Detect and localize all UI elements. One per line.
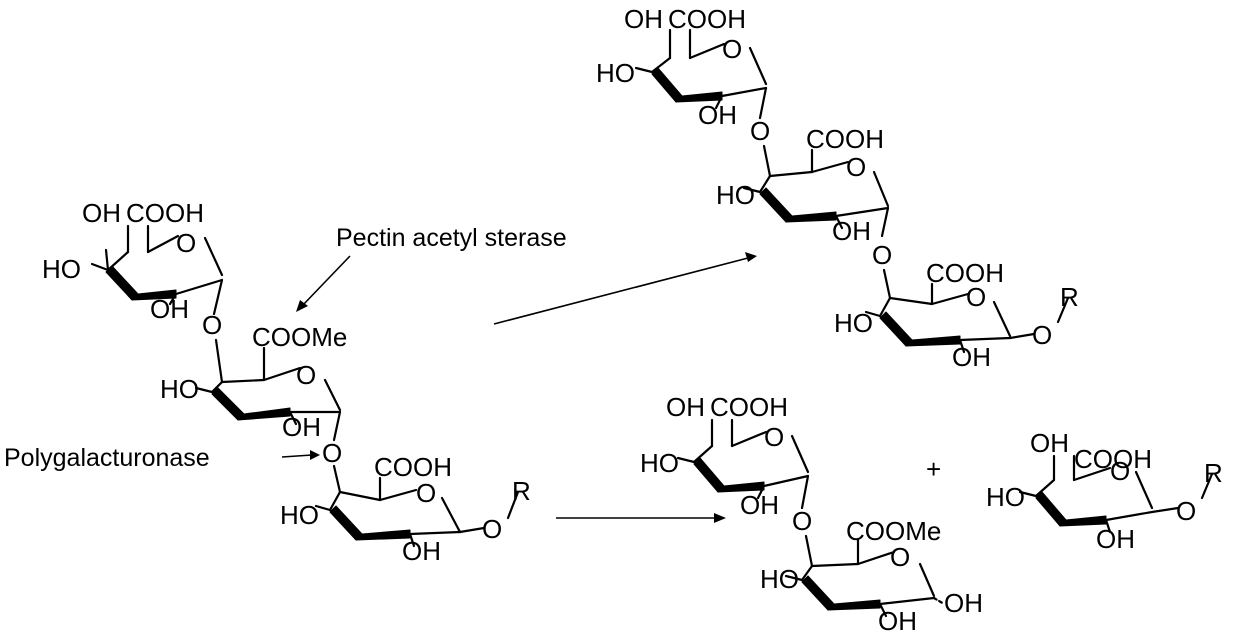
- oh-label: OH: [402, 536, 441, 566]
- oh-label: OH: [1096, 524, 1135, 554]
- bottom-unit-1: OH COOH O HO OH O: [640, 392, 812, 536]
- cooh-label: COOH: [668, 4, 746, 34]
- top-unit-3: COOH O HO OH O R: [834, 258, 1079, 372]
- ring-oxygen-label: O: [416, 478, 436, 508]
- arrowhead-icon: [714, 513, 726, 523]
- plus-sign: +: [926, 454, 941, 484]
- glycosidic-oxygen-label: O: [202, 310, 222, 340]
- top-unit-1: OH COOH O HO OH O: [596, 4, 770, 146]
- coome-label: COOMe: [846, 516, 941, 546]
- ho-label: HO: [716, 180, 755, 210]
- ho-label: HO: [596, 58, 635, 88]
- arrowhead-icon: [296, 300, 308, 312]
- product-disaccharide: OH COOH O HO OH O COOMe O HO OH OH: [640, 392, 983, 636]
- ring-oxygen-label: O: [296, 360, 316, 390]
- ho-label: HO: [42, 254, 81, 284]
- reaction-arrow-esterase: [493, 257, 749, 325]
- ring-oxygen-label: O: [1110, 456, 1130, 486]
- glycosidic-oxygen-label: O: [750, 116, 770, 146]
- r-group-label: R: [1204, 458, 1223, 488]
- ho-label: HO: [160, 374, 199, 404]
- ho-label: HO: [280, 500, 319, 530]
- pectin-acetyl-sterase-pointer: [301, 255, 351, 307]
- oh-label: OH: [150, 294, 189, 324]
- top-unit-2: COOH O HO OH O: [716, 124, 892, 270]
- glycosidic-oxygen-label: O: [482, 514, 502, 544]
- ho-label: HO: [760, 564, 799, 594]
- r-group-label: R: [512, 476, 531, 506]
- glycosidic-oxygen-label: O: [792, 506, 812, 536]
- glycosidic-oxygen-label: O: [1176, 496, 1196, 526]
- polygalacturonase-label: Polygalacturonase: [4, 444, 210, 472]
- left-unit-1: OH COOH O HO OH O: [42, 198, 224, 340]
- ring-oxygen-label: O: [966, 282, 986, 312]
- cooh-label: COOH: [806, 124, 884, 154]
- oh-label: OH: [698, 100, 737, 130]
- cooh-label: COOH: [926, 258, 1004, 288]
- glycosidic-oxygen-label: O: [1032, 320, 1052, 350]
- product-trisaccharide: OH COOH O HO OH O COOH O HO OH O: [596, 4, 1079, 372]
- arrowhead-icon: [745, 252, 757, 262]
- oh-label: OH: [740, 490, 779, 520]
- cooh-label: COOH: [126, 198, 204, 228]
- oh-label: OH: [878, 606, 917, 636]
- enzyme-annotations: Pectin acetyl sterase Polygalacturonase: [4, 224, 567, 472]
- oh-label: OH: [282, 412, 321, 442]
- cooh-label: COOH: [1074, 444, 1152, 474]
- oh-label: OH: [666, 392, 705, 422]
- product-monosaccharide: OH COOH O HO OH O R: [986, 428, 1223, 554]
- coome-label: COOMe: [252, 322, 347, 352]
- left-unit-3: COOH O HO OH O R: [280, 452, 531, 566]
- anomeric-oh-label: OH: [944, 588, 983, 618]
- glycosidic-oxygen-label: O: [872, 240, 892, 270]
- ring-oxygen-label: O: [846, 152, 866, 182]
- ho-label: HO: [834, 308, 873, 338]
- ring-oxygen-label: O: [890, 542, 910, 572]
- ho-label: HO: [986, 482, 1025, 512]
- bottom-unit-2: COOMe O HO OH OH: [760, 516, 983, 636]
- ring-oxygen-label: O: [722, 34, 742, 64]
- oh-label: OH: [832, 216, 871, 246]
- ho-label: HO: [640, 448, 679, 478]
- cooh-label: COOH: [374, 452, 452, 482]
- left-unit-2: COOMe O HO OH O: [160, 322, 347, 468]
- ring-oxygen-label: O: [764, 422, 784, 452]
- r-group-label: R: [1060, 282, 1079, 312]
- pectin-acetyl-sterase-label: Pectin acetyl sterase: [336, 224, 567, 252]
- reaction-arrows: [493, 252, 757, 523]
- ring-oxygen-label: O: [176, 228, 196, 258]
- oh-label: OH: [1030, 428, 1069, 458]
- oh-label: OH: [82, 198, 121, 228]
- oh-label: OH: [952, 342, 991, 372]
- arrowhead-icon: [310, 450, 320, 460]
- cooh-label: COOH: [710, 392, 788, 422]
- glycosidic-oxygen-label: O: [322, 438, 342, 468]
- polygalacturonase-pointer: [281, 454, 313, 458]
- oh-label: OH: [624, 4, 663, 34]
- starting-trisaccharide: OH COOH O HO OH O COOMe O HO OH O: [42, 198, 531, 566]
